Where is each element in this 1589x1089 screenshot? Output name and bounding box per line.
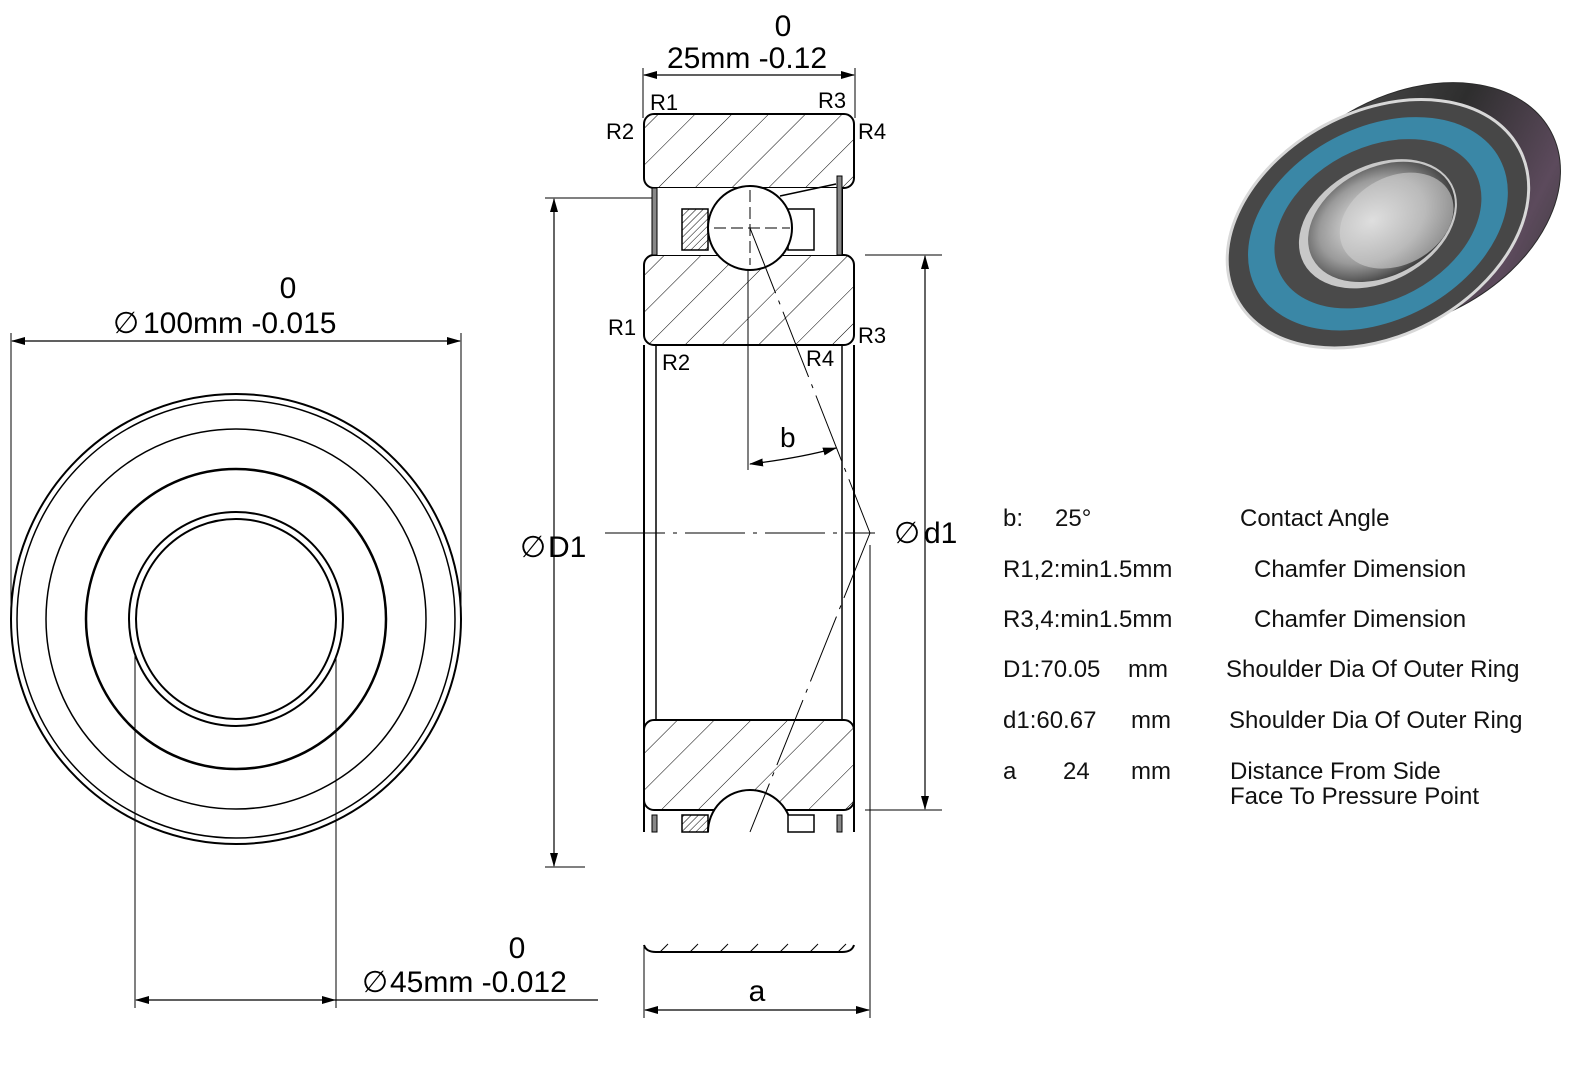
inner-ring-edge <box>128 511 344 727</box>
chamfer-r3-top: R3 <box>818 88 846 113</box>
chamfer-r4-mid: R4 <box>806 346 834 371</box>
chamfer-r1-top: R1 <box>650 90 678 115</box>
outer-ring-chamfer <box>16 399 456 839</box>
outer-ring-section <box>643 113 855 189</box>
chamfer-r4-top: R4 <box>858 119 886 144</box>
chamfer-r1-mid: R1 <box>608 315 636 340</box>
chamfer-r2-top: R2 <box>606 119 634 144</box>
width-label: 25mm -0.12 <box>667 42 827 75</box>
outer-tol-upper: 0 <box>280 272 297 305</box>
bore-diameter-label: 45mm -0.012 <box>390 966 567 999</box>
diameter-symbol: ∅ <box>362 966 388 999</box>
bore-edge <box>135 518 337 720</box>
right-seal <box>836 175 843 256</box>
contact-angle-label: b <box>780 422 796 453</box>
seal-inner-edge <box>84 467 388 771</box>
seal-outer-edge <box>45 428 427 810</box>
width-tol-upper: 0 <box>775 10 792 43</box>
cage-left-hatched <box>681 208 709 251</box>
diameter-symbol: ∅ <box>520 531 546 564</box>
front-view <box>10 333 598 1008</box>
angle-arc <box>749 447 837 467</box>
outer-diameter-label: 100mm -0.015 <box>143 307 336 340</box>
bearing-3d-render <box>1225 82 1561 350</box>
a-label: a <box>749 975 766 1008</box>
d1-label: d1 <box>924 517 957 550</box>
cage-right <box>787 208 815 251</box>
D1-label: D1 <box>548 531 586 564</box>
section-view <box>545 68 942 1018</box>
left-seal <box>651 187 658 256</box>
bore-tol-upper: 0 <box>509 932 526 965</box>
chamfer-r3-mid: R3 <box>858 323 886 348</box>
diameter-symbol: ∅ <box>894 517 920 550</box>
outer-ring-edge <box>10 393 462 845</box>
diameter-symbol: ∅ <box>113 307 139 340</box>
chamfer-r2-mid: R2 <box>662 350 690 375</box>
